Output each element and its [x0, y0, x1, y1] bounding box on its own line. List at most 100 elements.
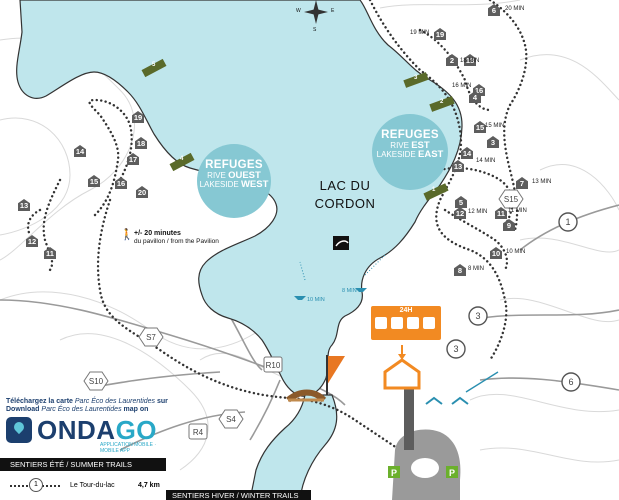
summer-trails-header: SENTIERS ÉTÉ / SUMMER TRAILS — [0, 458, 166, 471]
brand-name-b: GO — [115, 415, 158, 445]
refuge-marker[interactable]: 14 — [461, 147, 473, 159]
location-pin-icon — [6, 417, 32, 443]
svg-text:R4: R4 — [193, 428, 204, 437]
refuges-east-rive: RIVE — [390, 141, 409, 150]
svg-text:3: 3 — [475, 311, 480, 321]
refuge-marker[interactable]: 7 — [516, 177, 528, 189]
svg-text:P: P — [391, 468, 397, 478]
refuge-marker[interactable]: 6 — [488, 4, 500, 16]
refuges-east-lakeside: LAKESIDE — [376, 150, 416, 159]
svg-text:3: 3 — [453, 344, 458, 354]
services-24h-box: 24H — [371, 306, 441, 340]
walking-person-icon: 🚶 — [120, 229, 134, 241]
minutes-label: 16 MIN — [452, 83, 472, 89]
refuge-marker[interactable]: 9 — [503, 219, 515, 231]
refuges-east-lakeside-name: EAST — [418, 149, 444, 160]
svg-text:1: 1 — [565, 217, 570, 227]
refuge-marker[interactable]: 20 — [136, 186, 148, 198]
refuge-marker[interactable]: 10 — [490, 247, 502, 259]
wifi-icon — [423, 317, 435, 329]
refuges-west-rive-name: OUEST — [228, 170, 261, 181]
compass-south: S — [313, 27, 317, 33]
download-text-fr: Téléchargez la carte Parc Éco des Lauren… — [6, 398, 168, 405]
parking-icon — [446, 466, 458, 478]
paddle-boat-icon — [294, 254, 386, 300]
refuges-west-lakeside: LAKESIDE — [199, 180, 239, 189]
ondago-promo[interactable]: Téléchargez la carte Parc Éco des Lauren… — [6, 398, 176, 454]
refuge-marker[interactable]: 18 — [135, 137, 147, 149]
paddle-time-left: 10 MIN — [307, 297, 325, 303]
trail-sign-number: 3 — [414, 75, 418, 81]
trail-circle-markers — [446, 212, 581, 392]
refuge-marker[interactable]: 19 — [132, 111, 144, 123]
refuge-marker[interactable]: 11 — [44, 247, 56, 259]
refuge-marker[interactable]: 14 — [74, 145, 86, 157]
refuge-marker[interactable]: 19 — [434, 28, 446, 40]
walk-detail: du pavillon / from the Pavilion — [134, 238, 219, 245]
compass-icon — [304, 0, 328, 24]
minutes-label: 18 MIN — [460, 58, 480, 64]
minutes-label: 12 MIN — [468, 209, 488, 215]
refuge-marker[interactable]: 16 — [115, 177, 127, 189]
minutes-label: 10 MIN — [506, 249, 526, 255]
minutes-label: 20 MIN — [505, 6, 525, 12]
refuges-west-lakeside-name: WEST — [240, 179, 269, 190]
trail-sign-number: 5 — [152, 62, 156, 68]
brand-name-a: ONDA — [37, 415, 116, 445]
trail-sign-number: 2 — [440, 99, 444, 105]
refuges-west-rive: RIVE — [207, 171, 226, 180]
download-text-en: Download Parc Éco des Laurentides map on — [6, 406, 149, 413]
refuge-marker[interactable]: 8 — [454, 264, 466, 276]
refuge-marker[interactable]: 15 — [474, 121, 486, 133]
refuge-marker[interactable]: 15 — [88, 175, 100, 187]
parking-icon — [388, 466, 400, 478]
refuge-marker[interactable]: 5 — [455, 196, 467, 208]
minutes-label: 15 MIN — [485, 123, 505, 129]
minutes-label: 14 MIN — [476, 158, 496, 164]
legend-trail-name: Le Tour-du-lac — [70, 482, 115, 489]
refuge-marker[interactable]: 17 — [127, 153, 139, 165]
refuges-east-circle: REFUGES RIVE EST LAKESIDE EAST — [372, 114, 448, 190]
trail-sign-number: 1 — [432, 187, 436, 193]
walk-time-note: 🚶 +/- 20 minutes du pavillon / from the … — [120, 230, 219, 246]
legend-trail-distance: 4,7 km — [138, 482, 160, 489]
kayak-icon — [333, 236, 349, 250]
minutes-label: 13 MIN — [532, 179, 552, 185]
refuge-marker[interactable]: 12 — [26, 235, 38, 247]
shower-icon — [391, 317, 403, 329]
services-24h-label: 24H — [399, 307, 413, 314]
restroom-icon — [375, 317, 387, 329]
refuge-marker[interactable]: 11 — [495, 207, 507, 219]
svg-text:S10: S10 — [89, 377, 104, 386]
pavilion-icon — [383, 358, 421, 390]
legend-trail-row: 1 Le Tour-du-lac 4,7 km — [0, 474, 166, 496]
winter-trails-header: SENTIERS HIVER / WINTER TRAILS — [166, 490, 311, 500]
refuges-east-title: REFUGES — [381, 129, 439, 141]
trail-lake-loop — [26, 0, 528, 452]
bridge-icon — [286, 389, 327, 403]
refuges-west-circle: REFUGES RIVE OUEST LAKESIDE WEST — [197, 144, 271, 218]
lake-title-line1: LAC DU — [319, 178, 371, 193]
refuge-marker[interactable]: 12 — [454, 207, 466, 219]
refuge-marker[interactable]: 4 — [469, 91, 481, 103]
trail-sign-number: 4 — [180, 156, 184, 162]
water-icon — [407, 317, 419, 329]
svg-text:S15: S15 — [504, 195, 519, 204]
compass-west: W — [296, 8, 301, 14]
minutes-label: 19 MIN — [410, 30, 430, 36]
trail-hex-markers — [83, 189, 524, 440]
lake-title: LAC DU CORDON — [290, 177, 400, 213]
refuge-marker[interactable]: 13 — [18, 199, 30, 211]
refuge-marker[interactable]: 2 — [446, 54, 458, 66]
svg-text:S7: S7 — [146, 333, 156, 342]
refuge-marker[interactable]: 3 — [487, 136, 499, 148]
walk-time: +/- 20 minutes — [134, 230, 181, 237]
ondago-logo: ONDAGO — [6, 417, 176, 443]
minutes-label: 11 MIN — [508, 208, 527, 214]
refuge-marker[interactable]: 18 — [464, 54, 476, 66]
svg-text:6: 6 — [568, 377, 573, 387]
refuges-east-rive-name: EST — [411, 140, 430, 151]
refuge-marker[interactable]: 13 — [452, 160, 464, 172]
